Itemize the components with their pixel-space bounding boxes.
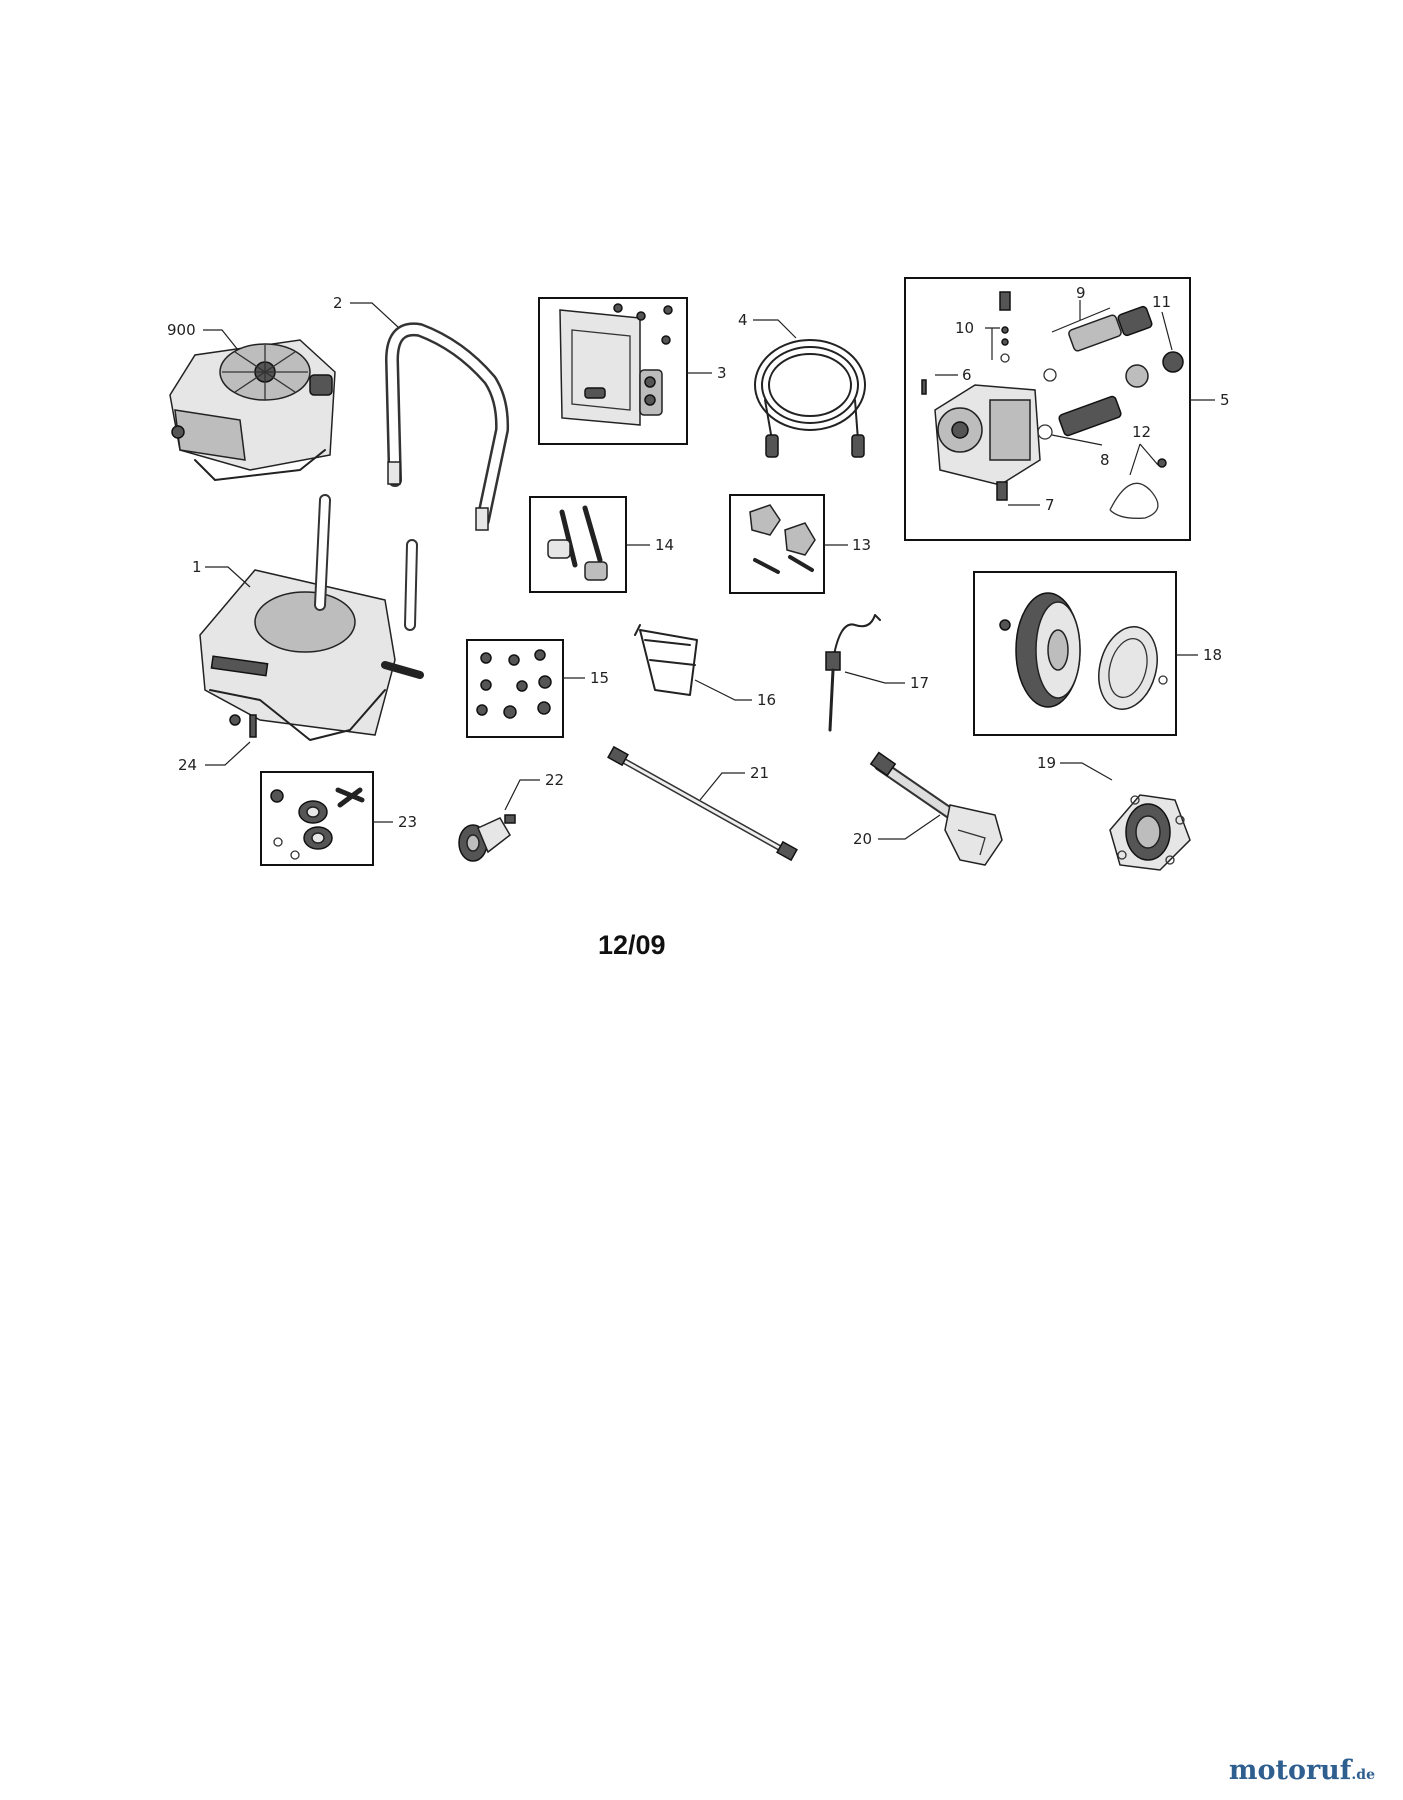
diagram-date-code: 12/09 bbox=[598, 930, 666, 960]
callout-14: 14 bbox=[655, 536, 674, 554]
leader-22 bbox=[504, 779, 540, 811]
part-spray-gun-drawing bbox=[869, 751, 1003, 866]
callout-17: 17 bbox=[910, 674, 929, 692]
callout-19: 19 bbox=[1037, 754, 1056, 772]
callout-8: 8 bbox=[1100, 451, 1110, 469]
box-pump bbox=[904, 277, 1191, 541]
leader-8 bbox=[1051, 434, 1103, 446]
part-screw-24-drawing bbox=[249, 714, 257, 738]
part-hardware-23-drawing bbox=[270, 787, 365, 860]
part-frame-drawing bbox=[199, 494, 424, 741]
part-hardware-14-drawing bbox=[547, 505, 608, 581]
part-control-panel-drawing bbox=[559, 303, 673, 426]
part-hardware-13-drawing bbox=[749, 504, 816, 574]
callout-22: 22 bbox=[545, 771, 564, 789]
part-detergent-tube-drawing bbox=[825, 614, 881, 732]
callout-16: 16 bbox=[757, 691, 776, 709]
callout-4: 4 bbox=[738, 311, 748, 329]
part-hose-drawing bbox=[754, 339, 866, 458]
part-pump-drawing bbox=[921, 291, 1184, 519]
part-wheel-drawing bbox=[999, 592, 1168, 710]
part-hardware-15-drawing bbox=[476, 649, 552, 719]
leader-20 bbox=[878, 814, 941, 840]
callout-5: 5 bbox=[1220, 391, 1230, 409]
leader-900 bbox=[203, 329, 239, 351]
watermark-text: motoruf bbox=[1228, 1755, 1352, 1786]
callout-1: 1 bbox=[192, 558, 202, 576]
callout-13: 13 bbox=[852, 536, 871, 554]
leader-2 bbox=[350, 302, 399, 328]
leader-16 bbox=[694, 679, 752, 701]
leader-1 bbox=[205, 566, 251, 588]
leader-19 bbox=[1060, 762, 1113, 781]
callout-2: 2 bbox=[333, 294, 343, 312]
box-hardware-14 bbox=[529, 496, 627, 593]
part-hub-drawing bbox=[1109, 794, 1191, 871]
callout-18: 18 bbox=[1203, 646, 1222, 664]
box-hardware-23 bbox=[260, 771, 374, 866]
callout-23: 23 bbox=[398, 813, 417, 831]
watermark-tld: .de bbox=[1351, 1767, 1375, 1783]
leader-24 bbox=[205, 741, 251, 766]
callout-3: 3 bbox=[717, 364, 727, 382]
callout-24: 24 bbox=[178, 756, 197, 774]
callout-900: 900 bbox=[167, 321, 196, 339]
callout-15: 15 bbox=[590, 669, 609, 687]
leader-10 bbox=[985, 327, 1000, 360]
box-wheel bbox=[973, 571, 1177, 736]
part-lance-drawing bbox=[607, 745, 798, 862]
callout-7: 7 bbox=[1045, 496, 1055, 514]
box-hardware-15 bbox=[466, 639, 564, 738]
callout-12: 12 bbox=[1132, 423, 1151, 441]
part-coupler-drawing bbox=[458, 814, 516, 862]
leader-9 bbox=[1051, 300, 1111, 333]
part-holder-drawing bbox=[634, 624, 698, 696]
part-handle-drawing bbox=[385, 322, 510, 531]
watermark-logo: motoruf.de bbox=[1229, 1755, 1375, 1786]
callout-21: 21 bbox=[750, 764, 769, 782]
callout-10: 10 bbox=[955, 319, 974, 337]
leader-11 bbox=[1161, 311, 1173, 351]
callout-6: 6 bbox=[962, 366, 972, 384]
part-engine-drawing bbox=[169, 339, 336, 481]
leader-4 bbox=[753, 319, 797, 339]
box-control-panel bbox=[538, 297, 688, 445]
box-hardware-13 bbox=[729, 494, 825, 594]
callout-9: 9 bbox=[1076, 284, 1086, 302]
callout-20: 20 bbox=[853, 830, 872, 848]
callout-11: 11 bbox=[1152, 293, 1171, 311]
leader-12 bbox=[1129, 443, 1159, 476]
leader-17 bbox=[844, 671, 905, 684]
leader-21 bbox=[699, 772, 745, 801]
